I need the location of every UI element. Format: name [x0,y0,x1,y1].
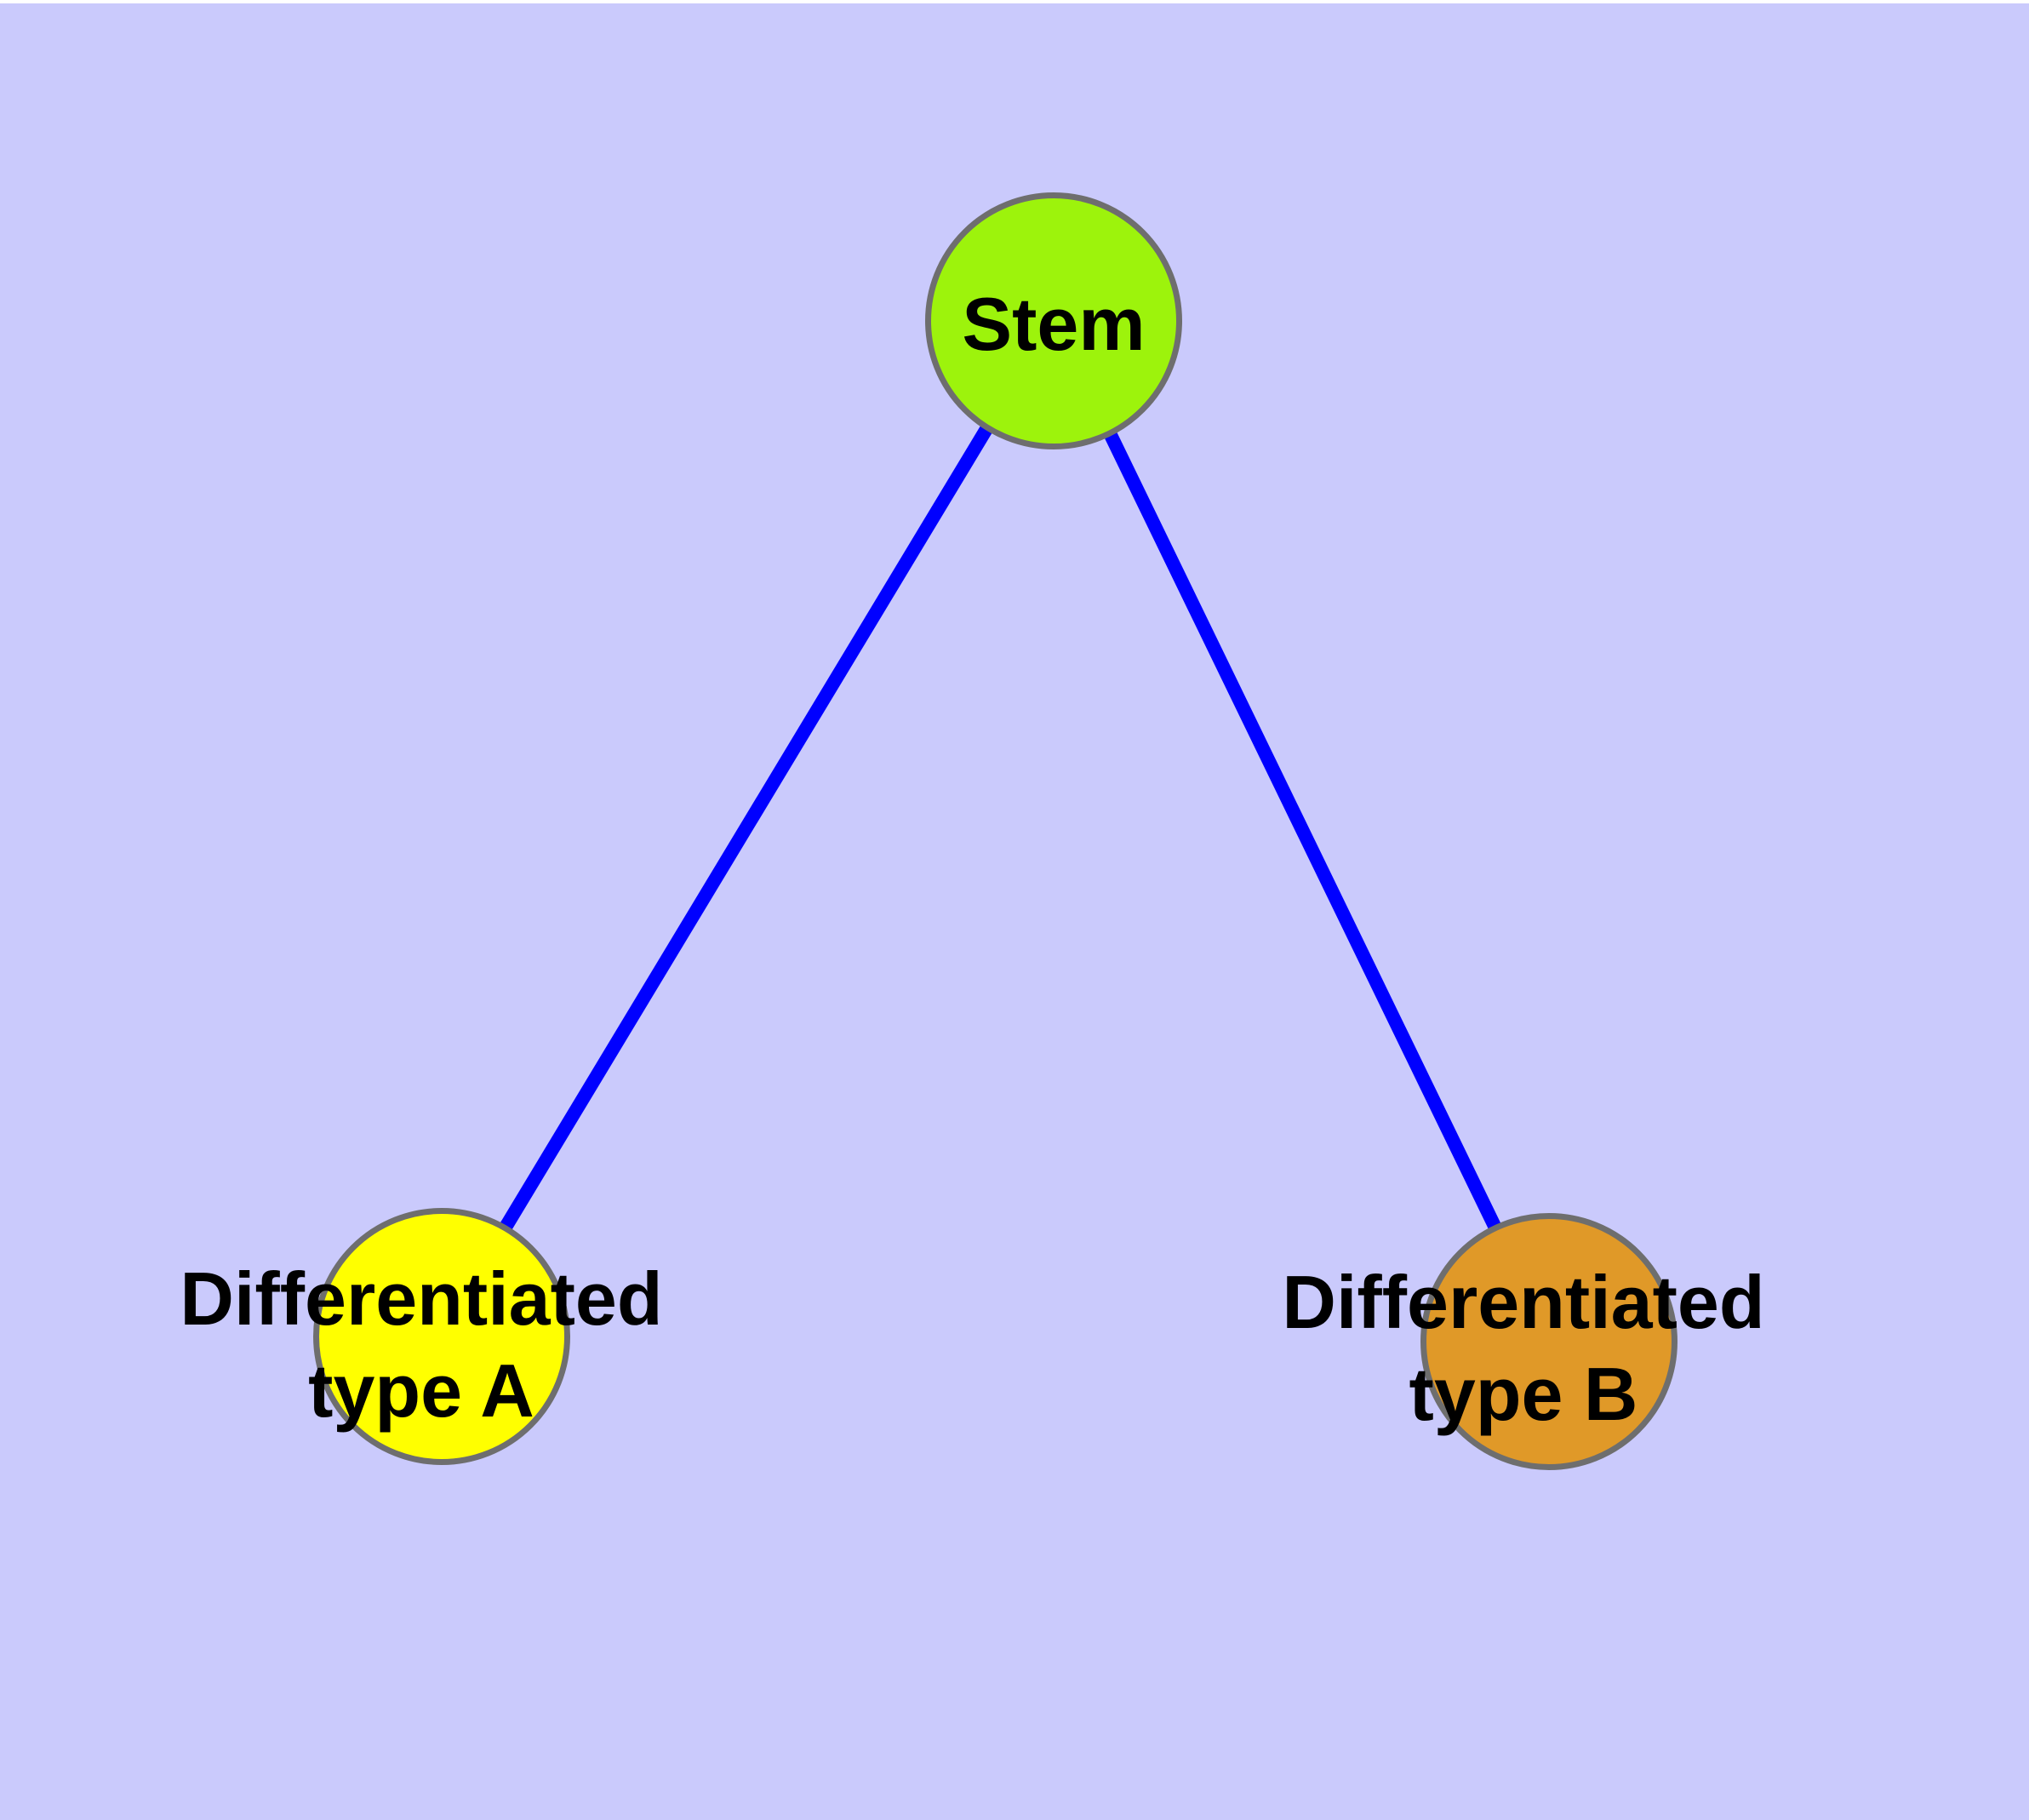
edge-stem-to-type-a [436,313,1060,1337]
stem-cell-differentiation-diagram: Stem Differentiated type A Differentiate… [0,3,2029,1820]
node-stem[interactable] [925,192,1182,449]
node-label-differentiated-type-a: Differentiated type A [180,1253,662,1437]
node-differentiated-type-a[interactable] [313,1208,570,1465]
label-text: type B [1409,1352,1638,1436]
label-text: Stem [962,282,1146,366]
edge-stem-to-type-b [1047,314,1556,1342]
node-differentiated-type-b[interactable] [1420,1213,1677,1470]
node-label-stem: Stem [962,278,1145,370]
label-text: Differentiated [1282,1260,1765,1344]
label-text: type A [308,1348,534,1433]
node-label-differentiated-type-b: Differentiated type B [1282,1256,1764,1440]
label-text: Differentiated [180,1256,663,1341]
edges-layer [436,313,1556,1342]
